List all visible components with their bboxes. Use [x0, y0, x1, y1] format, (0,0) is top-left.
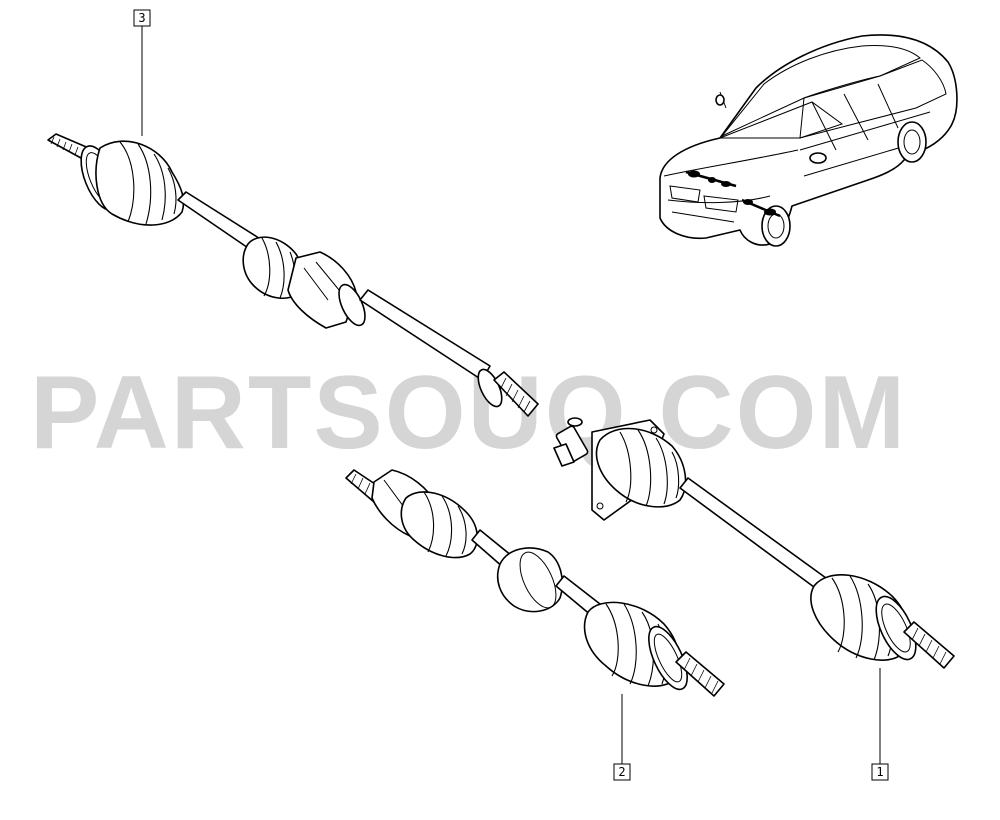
shaft-1-coupling: [553, 417, 589, 467]
shaft-1-outer-spline: [903, 621, 955, 669]
shaft-2-abs-ring: [648, 625, 688, 691]
shaft-2-outer-spline: [675, 651, 725, 697]
shaft-1-inner-boot: [595, 427, 687, 508]
vehicle-location-inset: [659, 34, 958, 247]
shaft-3-outer-boot: [95, 140, 185, 226]
vehicle-rear-wheel: [897, 121, 927, 163]
shaft-3-inner-spline: [493, 371, 539, 417]
shaft-3-joint-housing: [287, 251, 357, 329]
callout-1[interactable]: 1: [871, 668, 889, 781]
callout-3-label: 3: [138, 11, 145, 25]
shaft-2-inner-boot: [400, 491, 479, 559]
callout-1-label: 1: [876, 765, 883, 779]
watermark-text: PARTSOUQ.COM: [30, 355, 907, 471]
callout-2[interactable]: 2: [613, 694, 631, 781]
vehicle-body: [659, 34, 958, 246]
vehicle-front-wheel: [761, 205, 791, 247]
shaft-1-bar: [679, 477, 827, 591]
shaft-3-intermediate-bar: [359, 289, 491, 381]
drive-shaft-2[interactable]: [345, 469, 725, 697]
drive-shaft-3[interactable]: [47, 133, 539, 417]
shaft-1-abs-ring: [875, 595, 917, 661]
callout-3[interactable]: 3: [133, 9, 151, 136]
vehicle-driveshaft-highlight: [685, 170, 781, 218]
callout-2-label: 2: [618, 765, 625, 779]
drive-shaft-1[interactable]: [553, 417, 955, 669]
shaft-2-damper: [496, 547, 564, 613]
